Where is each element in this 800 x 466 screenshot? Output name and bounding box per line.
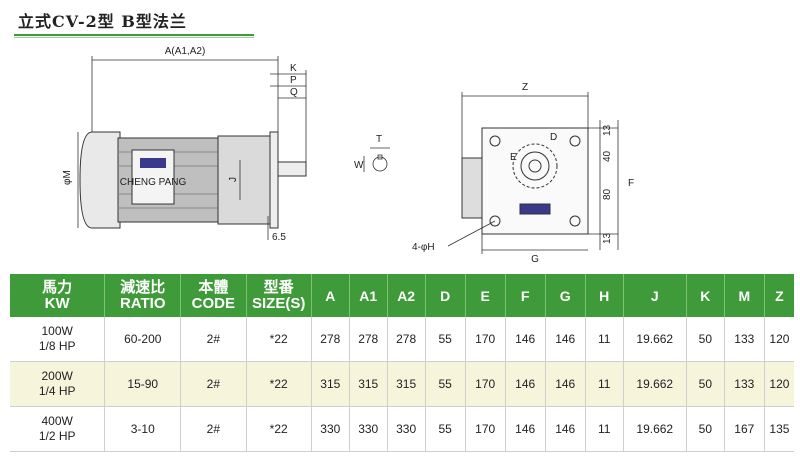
table-cell: 55 [425,406,466,452]
dim-H-label: 4-φH [412,242,435,253]
header-E: E [465,274,506,317]
table-cell: 170 [465,406,506,452]
dim-W-label: W [354,160,364,171]
dim-A-label: A(A1,A2) [165,46,206,57]
table-cell: 3-10 [104,406,182,452]
header-A1: A1 [349,274,388,317]
table-cell: 278 [387,317,426,362]
table-cell: 170 [465,361,506,407]
table-cell: *22 [246,317,312,362]
table-cell: 55 [425,317,466,362]
key-section [363,147,390,172]
motor-side-view [79,131,307,229]
table-cell: 2# [180,317,247,362]
table-cell: 330 [387,406,426,452]
header-H: H [585,274,624,317]
table-cell: 60-200 [104,317,182,362]
table-cell: 146 [545,406,586,452]
table-cell: 11 [585,361,624,407]
header-J: J [623,274,687,317]
table-cell: 330 [311,406,350,452]
table-cell: 146 [545,317,586,362]
table-cell: 55 [425,361,466,407]
table-cell: 133 [724,317,765,362]
table-cell: 146 [505,406,546,452]
header-A2: A2 [387,274,426,317]
brand-text: CHENG PANG [120,177,187,188]
flange-front-view [461,127,589,235]
table-cell: 315 [349,361,388,407]
header-A: A [311,274,350,317]
table-cell: 315 [387,361,426,407]
dim-P-label: P [290,75,297,86]
table-cell: 19.662 [623,361,687,407]
dim-D-label: D [550,132,557,143]
table-cell: 19.662 [623,406,687,452]
dim-M-label: φM [62,170,73,185]
page-title: 立式CV-2型 B型法兰 [18,12,187,31]
dim-Q-label: Q [290,87,298,98]
dim-Z-label: Z [522,82,528,93]
table-cell: 133 [724,361,765,407]
table-cell: 120 [764,361,794,407]
header-D: D [425,274,466,317]
table-cell: 50 [686,406,725,452]
table-cell: 135 [764,406,794,452]
table-cell: 11 [585,406,624,452]
table-cell: 315 [311,361,350,407]
brand-badge: CHENG PANG [120,158,187,188]
header-Z: Z [764,274,794,317]
table-cell: 50 [686,317,725,362]
header-G: G [545,274,586,317]
dim-13-bottom-label: 13 [602,232,613,244]
table-cell: *22 [246,406,312,452]
flange-dims [447,92,619,254]
table-cell: 170 [465,317,506,362]
dim-G-label: G [531,254,539,265]
dim-F-label: F [628,178,634,189]
side-dims [77,56,307,240]
dim-K-label: K [290,63,297,74]
table-cell: 146 [505,361,546,407]
dim-J-label: J [228,177,239,182]
table-cell: 278 [349,317,388,362]
table-cell: 278 [311,317,350,362]
table-cell: 2# [180,361,247,407]
table-cell: 330 [349,406,388,452]
dim-T-label: T [376,134,382,145]
title-underline-light [14,37,254,38]
dim-6.5-label: 6.5 [272,232,286,243]
technical-drawing: CHENG PANG A(A1,A2) K P Q φM J 6.5 T W [62,46,634,265]
dim-80-label: 80 [602,188,613,200]
title-underline [14,34,254,36]
table-cell: 146 [505,317,546,362]
table-cell: 2# [180,406,247,452]
table-cell: 167 [724,406,765,452]
table-cell: *22 [246,361,312,407]
table-cell: 11 [585,317,624,362]
header-M: M [724,274,765,317]
table-cell: 120 [764,317,794,362]
table-cell: 15-90 [104,361,182,407]
dim-E-label: E [510,152,517,163]
table-cell: 146 [545,361,586,407]
dim-40-label: 40 [602,150,613,162]
header-F: F [505,274,546,317]
header-K: K [686,274,725,317]
table-cell: 19.662 [623,317,687,362]
table-cell: 50 [686,361,725,407]
dim-13-top-label: 13 [602,124,613,136]
